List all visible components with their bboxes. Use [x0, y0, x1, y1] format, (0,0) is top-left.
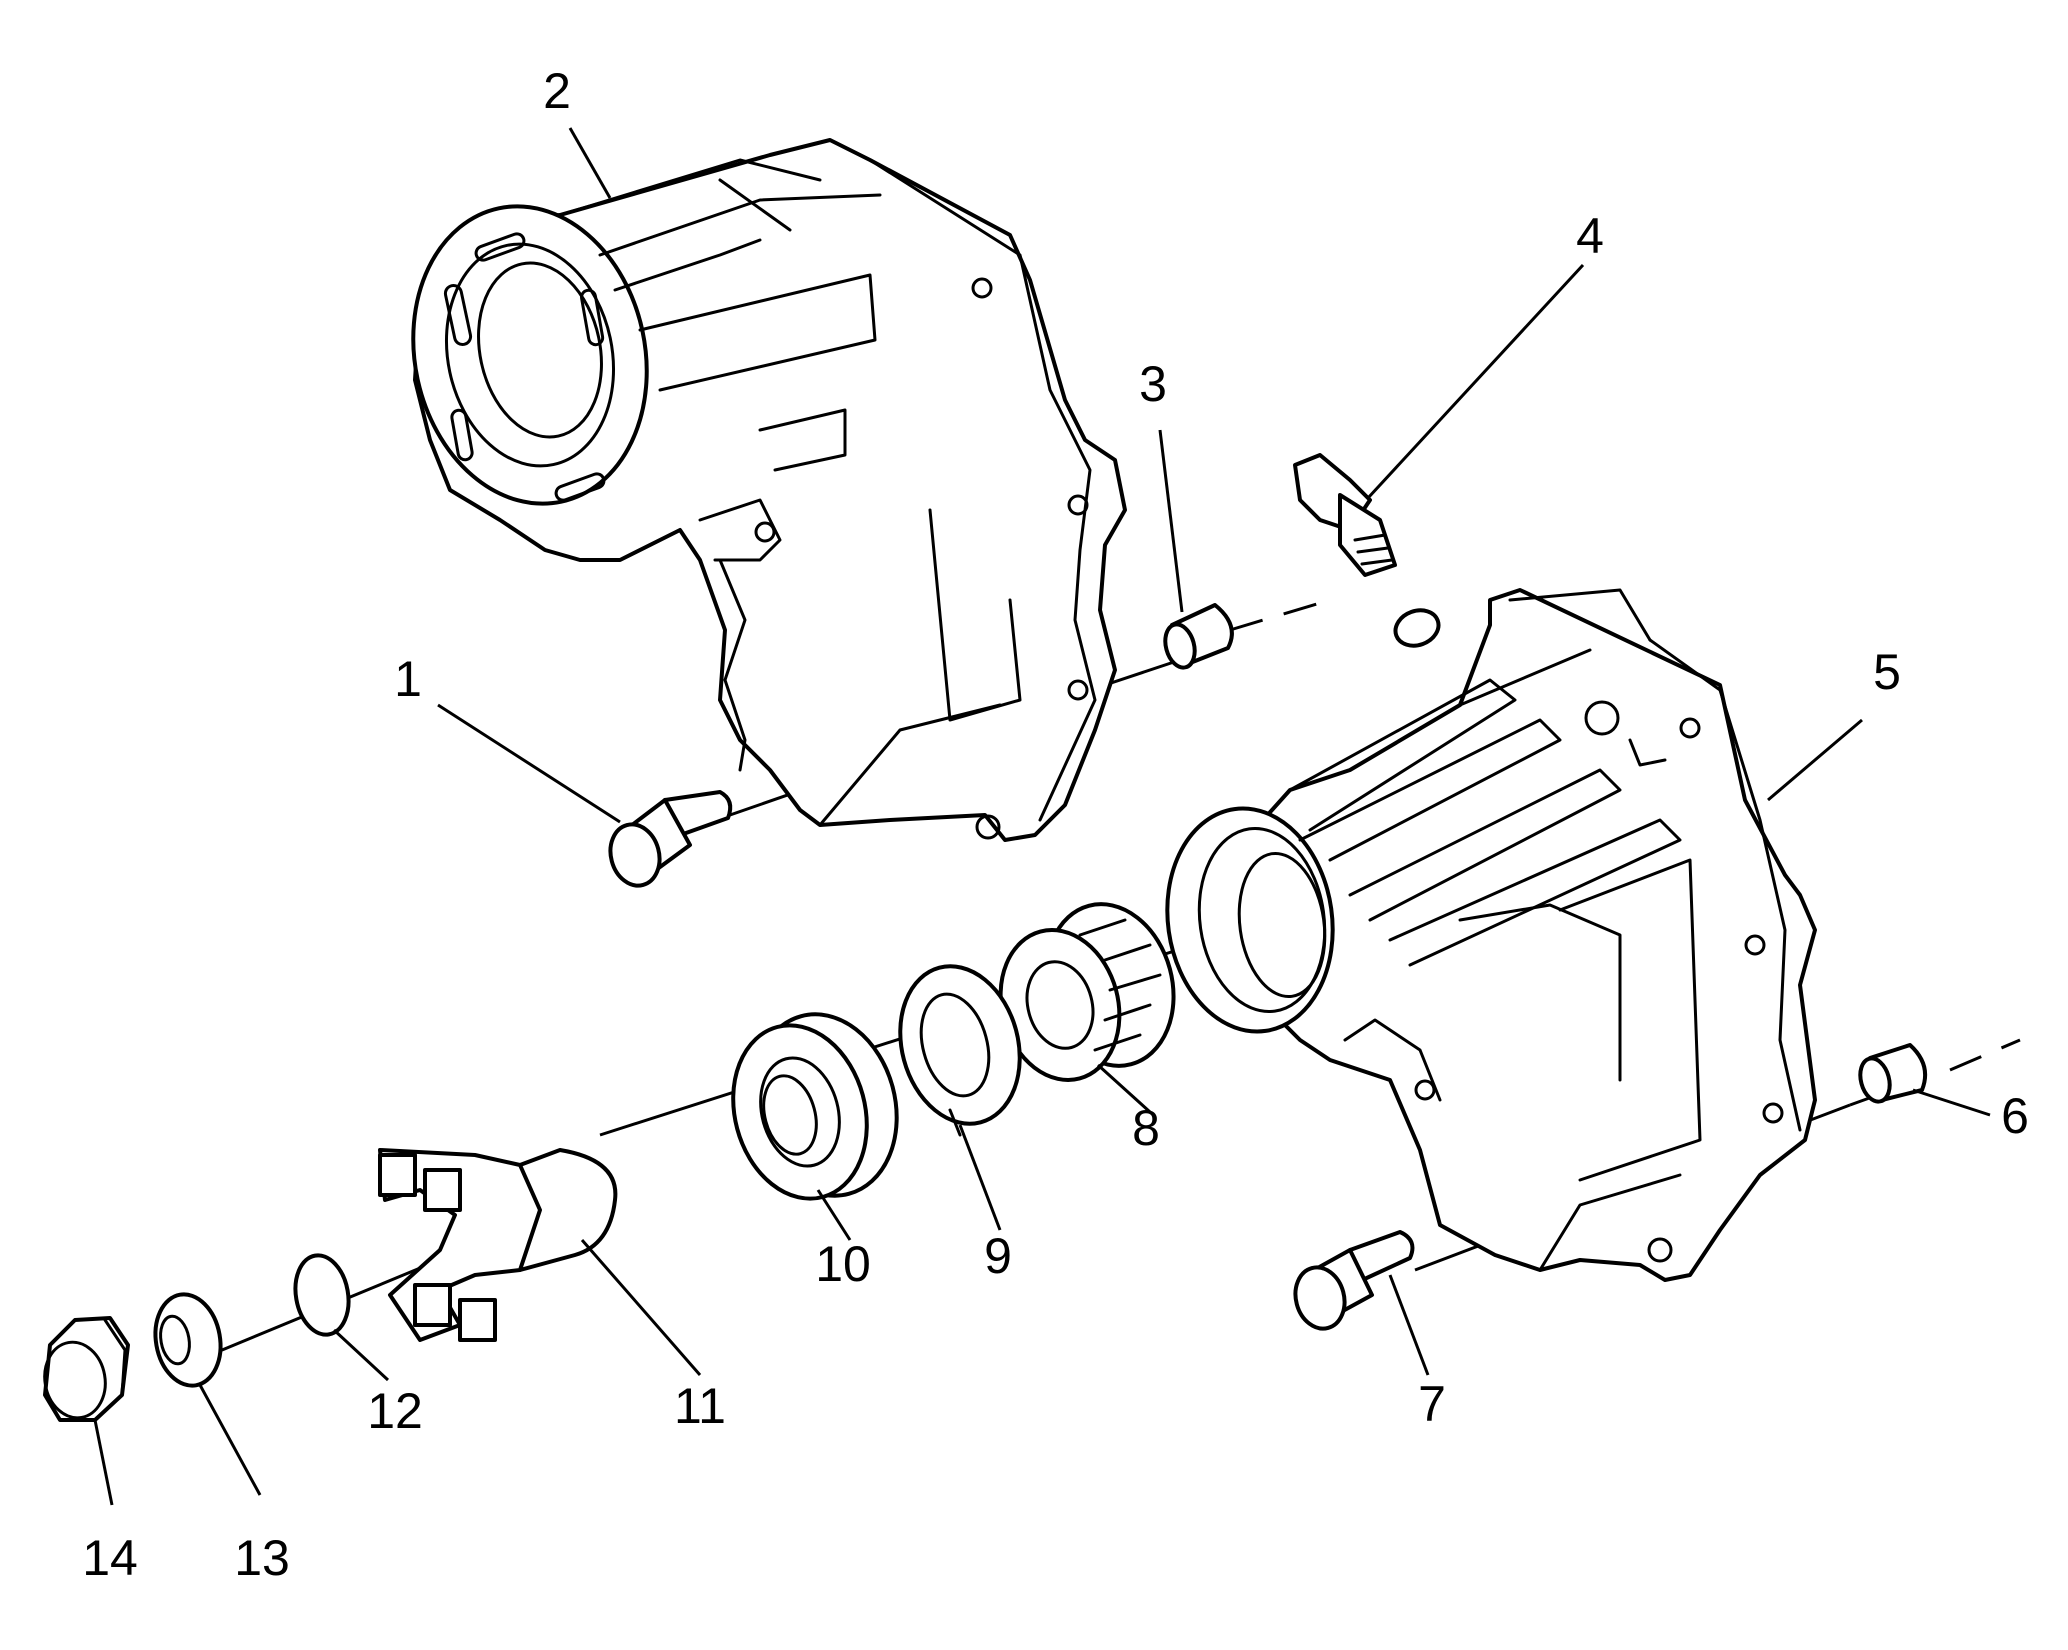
leader-9 [958, 1124, 1002, 1231]
leader-6 [1912, 1088, 1991, 1117]
callout-1: 1 [394, 651, 422, 707]
callout-8: 8 [1132, 1100, 1160, 1156]
rear-housing-part-5 [1165, 588, 1817, 1282]
o-ring-part-12 [293, 1253, 351, 1337]
leader-14 [93, 1419, 114, 1506]
leader-1 [437, 703, 621, 824]
callout-2: 2 [543, 63, 571, 119]
yoke-part-11 [378, 1148, 618, 1342]
sensor-part-4 [1293, 453, 1441, 648]
leader-10 [816, 1189, 852, 1241]
leader-12 [332, 1328, 390, 1382]
leader-4 [1366, 263, 1585, 500]
dowel-part-3 [1163, 603, 1234, 670]
leader-13 [198, 1384, 262, 1496]
callout-3: 3 [1139, 356, 1167, 412]
callout-12: 12 [367, 1383, 423, 1439]
callout-10: 10 [815, 1236, 871, 1292]
callout-9: 9 [984, 1228, 1012, 1284]
callout-11: 11 [674, 1378, 726, 1434]
leader-5 [1767, 718, 1863, 802]
callout-13: 13 [234, 1530, 290, 1586]
oil-seal-part-10 [731, 1012, 899, 1201]
bearing-part-8 [998, 902, 1176, 1082]
leader-7 [1388, 1274, 1430, 1376]
washer-part-13 [153, 1292, 223, 1388]
callout-labels: 1 2 3 4 5 6 7 8 9 10 11 12 13 14 [82, 63, 2029, 1586]
leader-8 [1096, 1063, 1152, 1114]
callout-4: 4 [1576, 208, 1604, 264]
bolt-part-1 [608, 790, 733, 888]
leader-2 [568, 127, 612, 199]
dowel-part-6 [1858, 1043, 1927, 1104]
leader-lines [93, 127, 1991, 1506]
callout-6: 6 [2001, 1088, 2029, 1144]
callout-7: 7 [1418, 1376, 1446, 1432]
bolt-part-7 [1293, 1230, 1415, 1331]
callout-5: 5 [1873, 644, 1901, 700]
seal-part-9 [898, 964, 1022, 1137]
nut-part-14 [43, 1316, 130, 1422]
leader-3 [1158, 429, 1184, 613]
callout-14: 14 [82, 1530, 138, 1586]
upper-housing-part-2 [411, 138, 1127, 842]
leader-11 [580, 1239, 702, 1376]
